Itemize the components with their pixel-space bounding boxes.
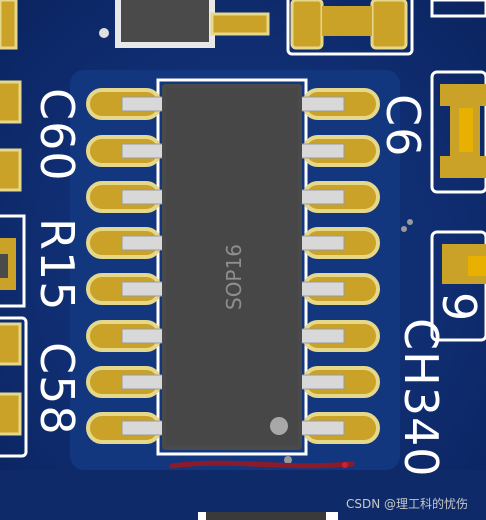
right-pin-6	[299, 328, 345, 344]
watermark: CSDN @理工科的忧伤	[345, 497, 468, 511]
silk-label-c58: C58	[30, 342, 84, 436]
pin1-dot	[270, 417, 288, 435]
silk-label-c60: C60	[30, 88, 84, 182]
left-edge-c58	[0, 316, 28, 458]
left-pin-8	[121, 420, 165, 436]
left-pin-4	[121, 235, 165, 251]
right-pad-column	[299, 88, 380, 444]
right-pin-2	[299, 143, 345, 159]
left-pin-1	[121, 96, 165, 112]
top-ic-small	[115, 0, 215, 48]
left-pin-6	[121, 328, 165, 344]
right-pin-5	[299, 281, 345, 297]
trace-end	[342, 462, 348, 468]
via	[99, 28, 109, 38]
via	[401, 226, 407, 232]
right-component-9	[430, 230, 486, 342]
left-edge-c60	[0, 80, 22, 192]
left-pin-5	[121, 281, 165, 297]
right-pin-3	[299, 189, 345, 205]
right-pin-1	[299, 96, 345, 112]
red-trace	[169, 460, 355, 469]
left-pin-2	[121, 143, 165, 159]
top-right-outline	[430, 0, 486, 18]
top-left-pad	[0, 0, 18, 50]
right-pin-4	[299, 235, 345, 251]
top-pad-a	[210, 12, 270, 36]
left-pin-7	[121, 374, 165, 390]
left-pad-column	[86, 88, 165, 444]
right-component-c6	[430, 70, 486, 194]
copper-pour-bottom	[0, 470, 486, 520]
silk-label-c6: C6	[376, 94, 430, 158]
chip-package-label: SOP16	[222, 244, 246, 310]
chip-silk-outline	[156, 78, 308, 456]
silk-label-ch340: CH340	[394, 318, 448, 478]
silk-label-r15: R15	[30, 218, 84, 312]
top-pad-pair	[286, 0, 414, 56]
left-edge-r15	[0, 214, 26, 308]
right-pin-7	[299, 374, 345, 390]
right-pin-8	[299, 420, 345, 436]
left-pin-3	[121, 189, 165, 205]
via	[284, 456, 292, 464]
via	[407, 219, 413, 225]
